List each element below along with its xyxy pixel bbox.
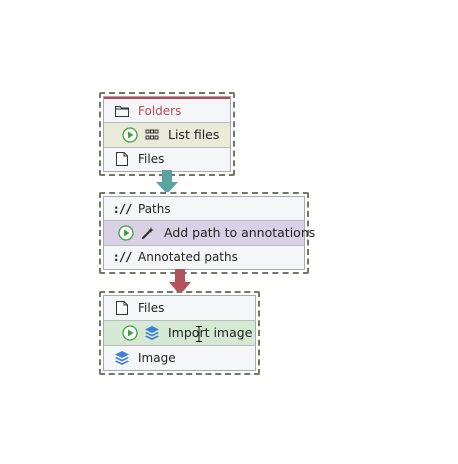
node-group-list-files[interactable]: Folders List files: [99, 92, 235, 176]
operation-label-list-files: List files: [168, 126, 220, 142]
play-button[interactable]: [118, 225, 134, 241]
connection-arrow-teal: [156, 170, 178, 194]
output-port-files[interactable]: Files: [104, 146, 230, 171]
input-label-folders: Folders: [138, 103, 182, 118]
output-label-annotated-paths: Annotated paths: [138, 250, 238, 265]
file-icon: [114, 151, 130, 167]
play-button[interactable]: [122, 127, 138, 143]
input-label-paths: Paths: [138, 201, 171, 216]
wand-icon: [140, 225, 156, 241]
play-button[interactable]: [122, 325, 138, 341]
connection-arrow-red: [169, 269, 191, 295]
file-icon: [114, 300, 130, 316]
node-group-import-image[interactable]: Files Import image: [99, 291, 260, 375]
grid-icon: [144, 127, 160, 143]
layers-icon: [114, 350, 130, 366]
input-port-files[interactable]: Files: [104, 296, 255, 320]
import-image-node[interactable]: Files Import image: [103, 295, 256, 371]
operation-add-path[interactable]: Add path to annotations: [104, 220, 315, 245]
operation-label-add-path: Add path to annotations: [164, 224, 316, 240]
input-port-folders[interactable]: Folders: [104, 97, 230, 123]
input-port-paths[interactable]: :// Paths: [104, 197, 304, 221]
output-label-files: Files: [138, 152, 165, 167]
output-port-annotated-paths[interactable]: :// Annotated paths: [104, 244, 304, 269]
operation-label-import-image: Import image: [168, 325, 253, 340]
folder-icon: [114, 103, 130, 119]
operation-list-files[interactable]: List files: [104, 122, 230, 147]
operation-import-image[interactable]: Import image: [104, 320, 255, 345]
text-cursor-icon: [196, 326, 202, 342]
paths-icon: ://: [112, 250, 133, 265]
output-port-image[interactable]: Image: [104, 345, 255, 370]
list-files-node[interactable]: Folders List files: [103, 96, 231, 172]
node-group-add-path[interactable]: :// Paths Add path to annotations :// An…: [99, 192, 315, 274]
paths-icon: ://: [112, 201, 133, 216]
input-label-files: Files: [138, 301, 165, 315]
layers-icon: [144, 325, 160, 341]
output-label-image: Image: [138, 351, 176, 365]
add-path-node[interactable]: :// Paths Add path to annotations :// An…: [103, 196, 315, 270]
